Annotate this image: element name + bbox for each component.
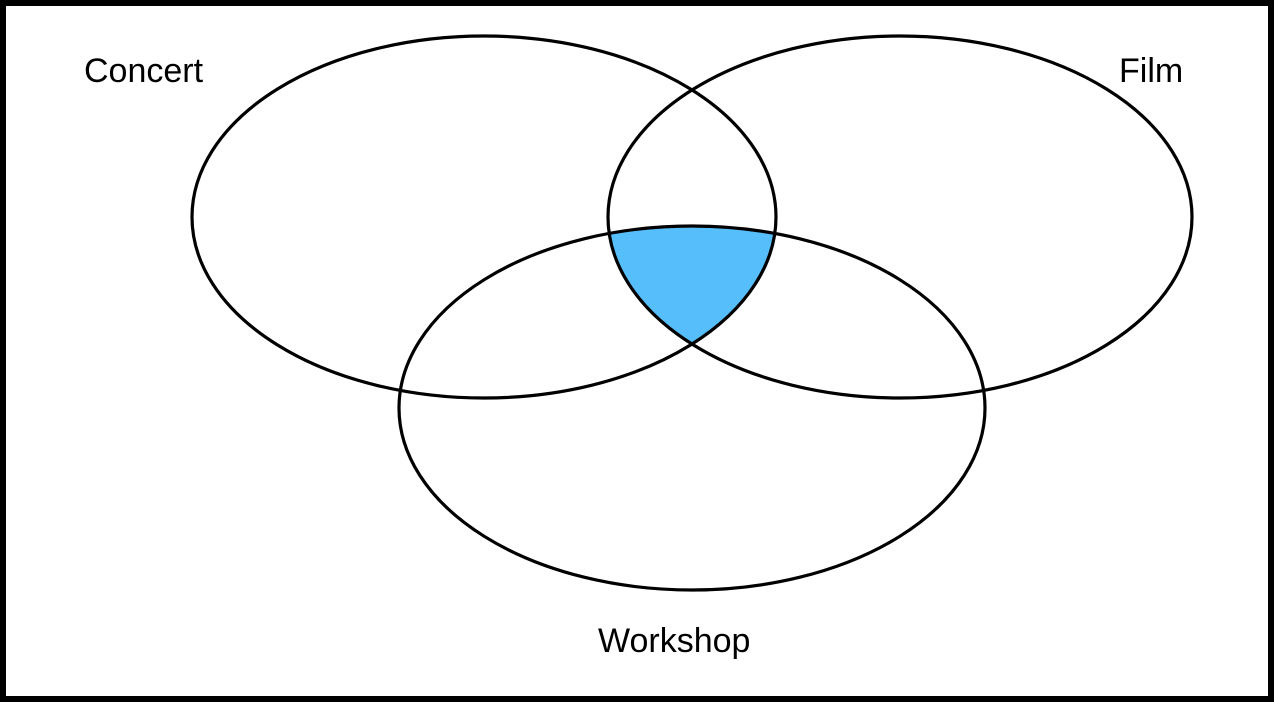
set-ellipse-workshop[interactable] [397,224,987,592]
set-label-concert: Concert [84,52,204,90]
set-ellipse-concert[interactable] [190,34,778,400]
set-label-film: Film [1119,52,1184,90]
set-ellipse-film[interactable] [606,34,1194,400]
set-label-workshop: Workshop [598,622,751,660]
